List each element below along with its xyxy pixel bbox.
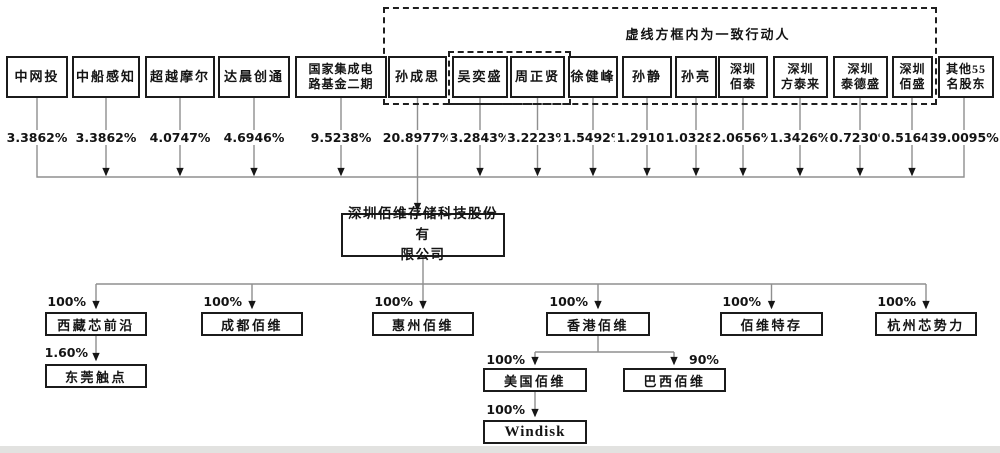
shareholder-box: 中船感知 — [72, 56, 140, 98]
ownership-percent: 4.0747% — [147, 130, 213, 145]
ownership-percent: 3.3862% — [73, 130, 139, 145]
shareholder-box: 徐健峰 — [568, 56, 618, 98]
shareholder-box: 超越摩尔 — [145, 56, 215, 98]
ownership-percent: 3.3862% — [4, 130, 70, 145]
ownership-percent: 100% — [455, 402, 525, 417]
ownership-percent: 3.2223% — [505, 130, 570, 145]
subsidiary-box: 惠州佰维 — [372, 312, 474, 336]
subsidiary-box: Windisk — [483, 420, 587, 444]
ownership-percent: 3.2843% — [447, 130, 513, 145]
ownership-percent: 39.0095% — [927, 130, 1000, 145]
ownership-percent: 0.7230% — [827, 130, 893, 145]
concerted-actors-note: 虚线方框内为一致行动人 — [625, 27, 791, 42]
ownership-percent: 20.8977% — [380, 130, 455, 145]
subsidiary-box: 成都佰维 — [201, 312, 303, 336]
shareholder-box: 深圳 方泰来 — [773, 56, 828, 98]
ownership-percent: 100% — [343, 294, 413, 309]
shareholder-box: 吴奕盛 — [452, 56, 508, 98]
ownership-percent: 2.0656% — [710, 130, 776, 145]
shareholder-box: 深圳 佰盛 — [892, 56, 933, 98]
ownership-percent: 100% — [16, 294, 86, 309]
shareholder-box: 国家集成电 路基金二期 — [295, 56, 387, 98]
subsidiary-box: 杭州芯势力 — [875, 312, 977, 336]
shareholder-box: 达晨创通 — [218, 56, 290, 98]
ownership-percent: 100% — [846, 294, 916, 309]
ownership-percent: 100% — [518, 294, 588, 309]
shareholder-box: 孙亮 — [675, 56, 717, 98]
shareholder-box: 深圳 泰德盛 — [833, 56, 888, 98]
subsidiary-box: 美国佰维 — [483, 368, 587, 392]
ownership-percent: 100% — [455, 352, 525, 367]
ownership-percent: 1.2910% — [614, 130, 680, 145]
shareholder-box: 周正贤 — [510, 56, 565, 98]
shareholder-box: 其他55 名股东 — [938, 56, 994, 98]
subsidiary-box: 香港佰维 — [546, 312, 650, 336]
ownership-percent: 4.6946% — [221, 130, 287, 145]
ownership-percent: 100% — [172, 294, 242, 309]
shareholder-box: 深圳 佰泰 — [718, 56, 768, 98]
page-edge-shadow — [0, 446, 1000, 453]
subsidiary-box: 西藏芯前沿 — [45, 312, 147, 336]
shareholder-box: 孙成思 — [388, 56, 447, 98]
subsidiary-box: 佰维特存 — [720, 312, 823, 336]
shareholder-box: 中网投 — [6, 56, 68, 98]
shareholder-box: 孙静 — [622, 56, 672, 98]
ownership-percent: 90% — [689, 352, 759, 367]
subsidiary-box: 巴西佰维 — [623, 368, 726, 392]
ownership-percent: 1.60% — [18, 345, 88, 360]
ownership-percent: 100% — [691, 294, 761, 309]
ownership-percent: 9.5238% — [308, 130, 374, 145]
subsidiary-box: 东莞触点 — [45, 364, 147, 388]
ownership-percent: 1.5492% — [560, 130, 626, 145]
ownership-percent: 1.3426% — [767, 130, 833, 145]
company-box: 深圳佰维存储科技股份有 限公司 — [341, 206, 505, 262]
